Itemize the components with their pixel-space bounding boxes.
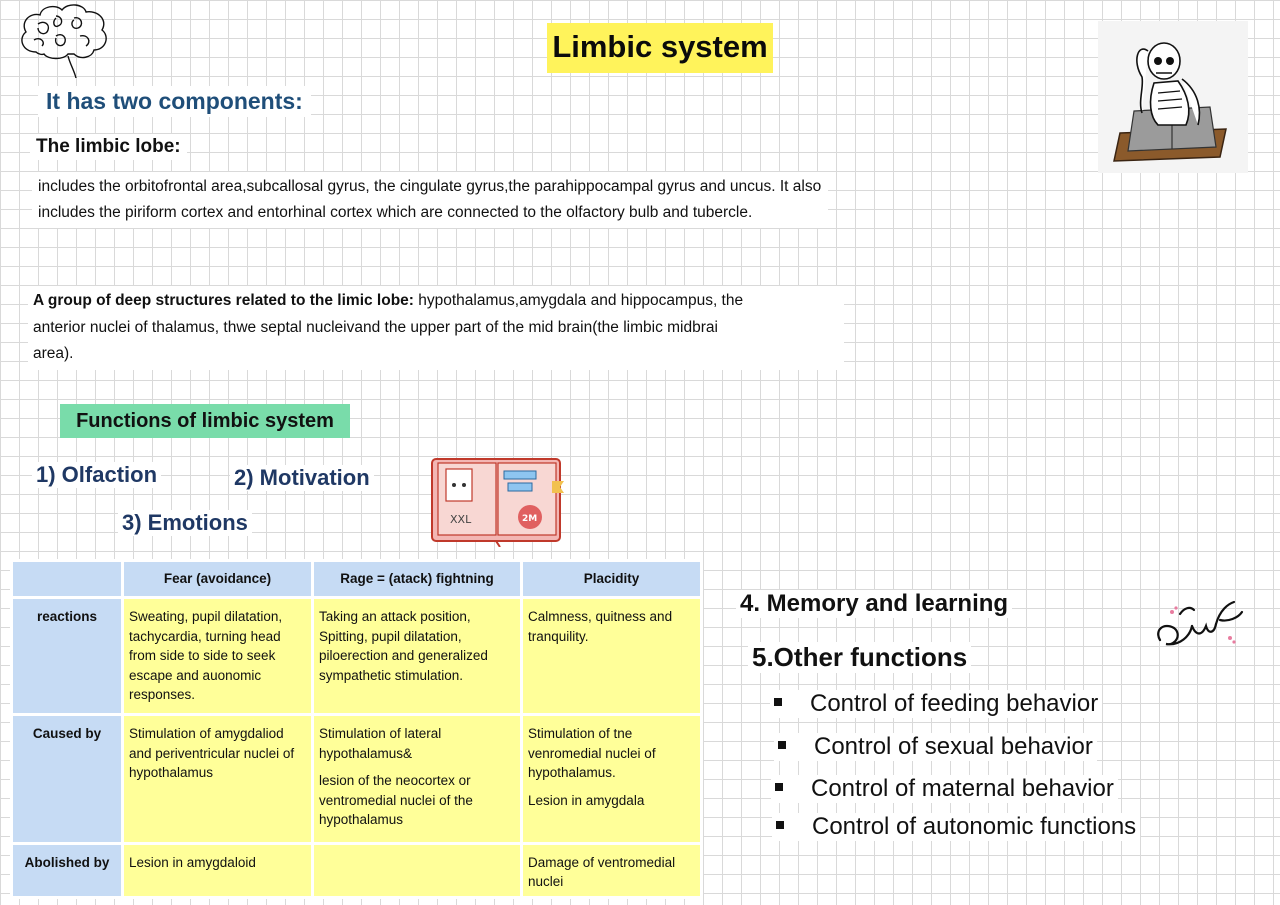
page-title: Limbic system — [547, 23, 773, 73]
memory-heading: 4. Memory and learning — [736, 590, 1013, 618]
other-functions-heading: 5.Other functions — [748, 642, 972, 673]
cell-rage-caused-by: Stimulation of lateral hypothalamus& les… — [314, 716, 520, 842]
cell-fear-abolished-by: Lesion in amygdaloid — [124, 844, 311, 896]
signature-icon — [1157, 600, 1244, 646]
notebook-text-left: XXL — [450, 513, 472, 526]
list-item: Control of sexual behavior — [774, 733, 1097, 761]
components-heading: It has two components: — [38, 86, 311, 117]
deep-structures-paragraph: A group of deep structures related to th… — [28, 286, 844, 370]
other-function-feeding: Control of feeding behavior — [810, 690, 1099, 717]
row-label-reactions: reactions — [13, 599, 121, 713]
table-header-row: Fear (avoidance) Rage = (atack) fightnin… — [13, 562, 700, 596]
other-function-maternal: Control of maternal behavior — [811, 775, 1114, 802]
deep-structures-line3: area). — [33, 345, 74, 362]
cell-placidity-reactions: Calmness, quitness and tranquility. — [523, 599, 700, 713]
table-row: Abolished by Lesion in amygdaloid Damage… — [13, 844, 700, 896]
cell-placidity-caused-by: Stimulation of tne venromedial nuclei of… — [523, 716, 700, 842]
function-emotions: 3) Emotions — [118, 510, 252, 536]
cell-rage-caused-by-2: lesion of the neocortex or ventromedial … — [319, 773, 473, 827]
bullet-icon — [776, 820, 784, 829]
skeleton-reading-icon — [1098, 21, 1248, 173]
table-row: Caused by Stimulation of amygdaliod and … — [13, 716, 700, 842]
cell-fear-caused-by: Stimulation of amygdaliod and periventri… — [124, 716, 311, 842]
function-olfaction: 1) Olfaction — [32, 462, 162, 488]
cell-rage-caused-by-1: Stimulation of lateral hypothalamus& — [319, 726, 442, 761]
limbic-lobe-text: includes the orbitofrontal area,subcallo… — [32, 172, 828, 228]
bullet-icon — [775, 782, 783, 791]
brain-icon — [21, 4, 107, 79]
list-item: Control of autonomic functions — [772, 813, 1141, 841]
list-item: Control of feeding behavior — [770, 690, 1103, 718]
table-header-empty — [13, 562, 121, 596]
bullet-icon — [778, 740, 786, 749]
cell-rage-abolished-by — [314, 844, 520, 896]
cell-fear-reactions: Sweating, pupil dilatation, tachycardia,… — [124, 599, 311, 713]
skeleton-sticker — [1098, 21, 1248, 173]
deep-structures-label: A group of deep structures related to th… — [33, 292, 414, 309]
function-motivation: 2) Motivation — [230, 465, 374, 491]
functions-heading: Functions of limbic system — [60, 404, 350, 438]
other-function-sexual: Control of sexual behavior — [814, 733, 1093, 760]
table-header-fear: Fear (avoidance) — [124, 562, 311, 596]
bullet-icon — [774, 697, 782, 706]
table-row: reactions Sweating, pupil dilatation, ta… — [13, 599, 700, 713]
list-item: Control of maternal behavior — [771, 775, 1118, 803]
deep-structures-line1: hypothalamus,amygdala and hippocampus, t… — [413, 292, 744, 309]
row-label-abolished-by: Abolished by — [13, 844, 121, 896]
cell-rage-reactions: Taking an attack position, Spitting, pup… — [314, 599, 520, 713]
row-label-caused-by: Caused by — [13, 716, 121, 842]
table-header-placidity: Placidity — [523, 562, 700, 596]
other-function-autonomic: Control of autonomic functions — [812, 813, 1137, 840]
cell-placidity-abolished-by: Damage of ventromedial nuclei — [523, 844, 700, 896]
notebook-badge-text: 2M — [522, 514, 537, 524]
table-header-rage: Rage = (atack) fightning — [314, 562, 520, 596]
limbic-lobe-heading: The limbic lobe: — [30, 134, 187, 160]
cell-placidity-caused-by-1: Stimulation of tne venromedial nuclei of… — [528, 726, 656, 780]
cell-placidity-caused-by-2: Lesion in amygdala — [528, 792, 645, 808]
emotions-table: Fear (avoidance) Rage = (atack) fightnin… — [10, 559, 703, 899]
deep-structures-line2: anterior nuclei of thalamus, thwe septal… — [33, 318, 718, 336]
notebook-sticker-icon: XXL 2M — [431, 458, 564, 547]
